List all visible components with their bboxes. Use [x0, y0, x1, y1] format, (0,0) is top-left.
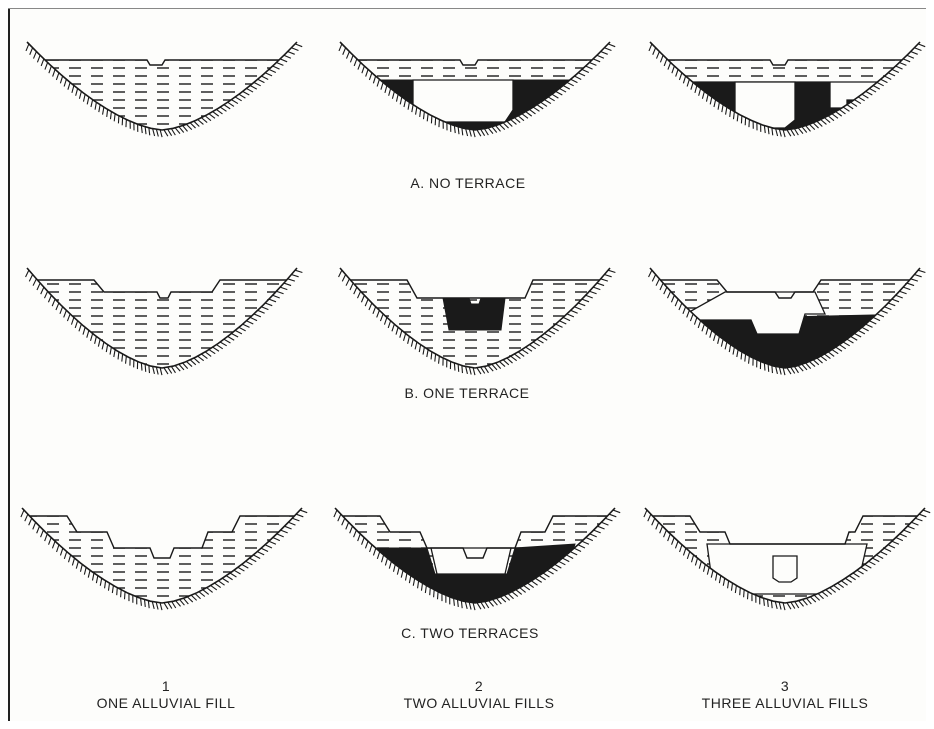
alluvium-fill: [17, 280, 307, 388]
row-label-b: B. ONE TERRACE: [405, 385, 530, 401]
column-title-3: THREE ALLUVIAL FILLS: [702, 695, 869, 712]
column-label-2: 2 TWO ALLUVIAL FILLS: [404, 678, 555, 712]
column-label-3: 3 THREE ALLUVIAL FILLS: [702, 678, 869, 712]
row-label-a: A. NO TERRACE: [410, 175, 525, 191]
row-label-c: C. TWO TERRACES: [401, 625, 539, 641]
panel-a3: [640, 42, 930, 150]
panel-c1: [12, 508, 312, 623]
panel-c3: [635, 508, 934, 623]
younger-fill-cut: [431, 548, 511, 574]
panel-b3: [640, 268, 930, 388]
alluvium-fill: [330, 280, 620, 388]
alluvium-fill: [12, 516, 312, 623]
panel-b2: [330, 268, 620, 388]
panel-a2: [330, 42, 620, 150]
column-number-3: 3: [702, 678, 869, 695]
column-title-1: ONE ALLUVIAL FILL: [97, 695, 236, 712]
younger-fill-cut: [735, 82, 795, 128]
column-label-1: 1 ONE ALLUVIAL FILL: [97, 678, 236, 712]
panel-a1: [17, 42, 307, 150]
panel-b1: [17, 268, 307, 388]
column-number-1: 1: [97, 678, 236, 695]
panel-c2: [325, 508, 625, 623]
column-title-2: TWO ALLUVIAL FILLS: [404, 695, 555, 712]
younger-fill-cut: [773, 556, 797, 582]
column-number-2: 2: [404, 678, 555, 695]
